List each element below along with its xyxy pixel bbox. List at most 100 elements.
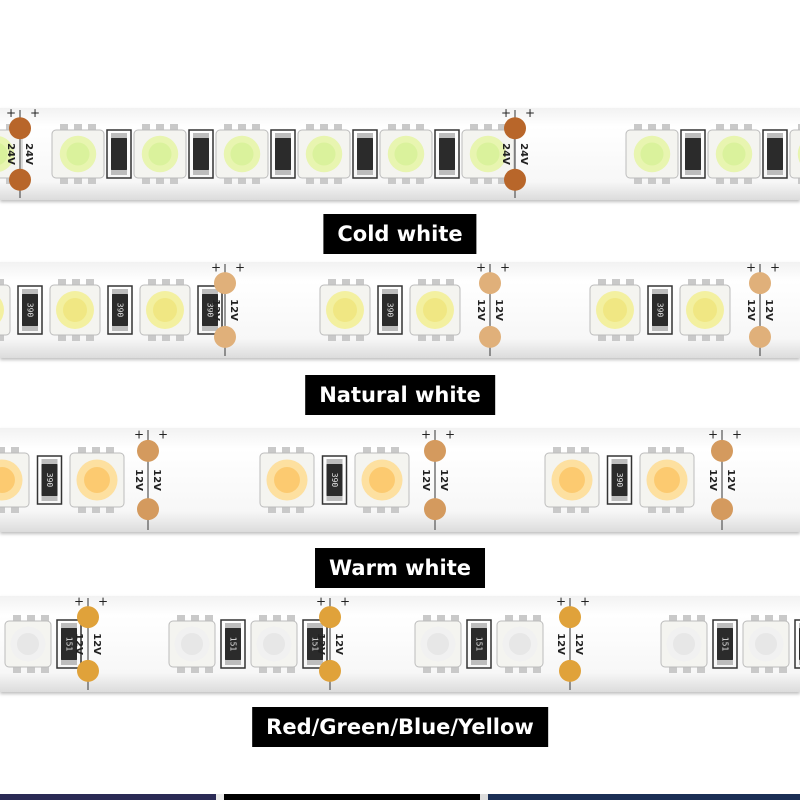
led-chip (51, 124, 105, 184)
strip-label: Warm white (315, 548, 485, 588)
resistor-code: 390 (45, 473, 54, 488)
voltage-marking: 12V (228, 299, 239, 321)
led-chip (496, 615, 544, 673)
resistor-code: 390 (26, 303, 35, 318)
resistor-code: 390 (615, 473, 624, 488)
resistor-code: 151 (65, 637, 74, 652)
led-chip (414, 615, 462, 673)
resistor: 390 (197, 285, 223, 335)
resistor: 390 (606, 455, 633, 505)
led-chip (589, 279, 641, 341)
svg-text:+: + (732, 428, 742, 441)
voltage-marking: 12V (725, 469, 736, 491)
voltage-marking: 12V (91, 633, 102, 655)
resistor-code: 151 (311, 637, 320, 652)
svg-text:+: + (525, 108, 535, 120)
svg-text:+: + (500, 262, 510, 275)
led-chip (0, 279, 11, 341)
voltage-marking: 12V (493, 299, 504, 321)
led-chip (625, 124, 679, 184)
resistor: 151 (302, 619, 328, 669)
svg-text:+: + (708, 428, 718, 441)
led-chip (297, 124, 351, 184)
led-chip (319, 279, 371, 341)
voltage-marking: 12V (745, 299, 756, 321)
led-strip-rgby: 151151151151151151151++12V12V++12V12V++1… (0, 596, 800, 692)
voltage-marking: 24V (23, 143, 34, 165)
resistor: 151 (794, 619, 800, 669)
led-chip (259, 447, 315, 513)
led-chip (742, 615, 790, 673)
resistor (270, 129, 296, 179)
led-chip (0, 447, 30, 513)
strip-pcb-drawing: 151151151151151151151++12V12V++12V12V++1… (4, 596, 800, 690)
svg-text:+: + (476, 262, 486, 275)
strip-label: Cold white (323, 214, 477, 254)
led-chip (250, 615, 298, 673)
led-chip (168, 615, 216, 673)
led-chip (379, 124, 433, 184)
led-chip (544, 447, 600, 513)
svg-text:+: + (74, 596, 84, 609)
voltage-marking: 24V (500, 143, 511, 165)
voltage-marking: 12V (151, 469, 162, 491)
resistor-code: 390 (656, 303, 665, 318)
led-chip (660, 615, 708, 673)
svg-text:+: + (556, 596, 566, 609)
resistor (762, 129, 788, 179)
resistor-code: 390 (206, 303, 215, 318)
voltage-marking: 12V (555, 633, 566, 655)
led-chip (461, 124, 515, 184)
resistor-code: 151 (229, 637, 238, 652)
svg-text:+: + (746, 262, 756, 275)
svg-text:+: + (6, 108, 16, 120)
svg-text:+: + (158, 428, 168, 441)
voltage-marking: 12V (210, 299, 221, 321)
led-chip (409, 279, 461, 341)
voltage-marking: 12V (707, 469, 718, 491)
resistor (352, 129, 378, 179)
resistor-code: 151 (721, 637, 730, 652)
svg-text:+: + (235, 262, 245, 275)
voltage-marking: 12V (133, 469, 144, 491)
led-chip (679, 279, 731, 341)
resistor: 151 (712, 619, 738, 669)
cut-point: + +12V 12V (133, 428, 168, 530)
resistor-code: 390 (330, 473, 339, 488)
svg-text:+: + (316, 596, 326, 609)
resistor: 390 (36, 455, 63, 505)
led-chip (139, 279, 191, 341)
cut-point: + +12V 12V (707, 428, 742, 530)
voltage-marking: 24V (518, 143, 529, 165)
svg-text:+: + (30, 108, 40, 120)
resistor: 151 (56, 619, 82, 669)
resistor (106, 129, 132, 179)
strip-section-rgby: 151151151151151151151++12V12V++12V12V++1… (0, 596, 800, 747)
voltage-marking: 12V (420, 469, 431, 491)
svg-text:+: + (134, 428, 144, 441)
led-chip (4, 615, 52, 673)
voltage-marking: 12V (438, 469, 449, 491)
resistor: 390 (321, 455, 348, 505)
resistor: 390 (647, 285, 673, 335)
svg-text:+: + (770, 262, 780, 275)
resistor (188, 129, 214, 179)
led-chip (354, 447, 410, 513)
voltage-marking: 12V (315, 633, 326, 655)
bottom-edge (0, 794, 800, 800)
svg-text:+: + (340, 596, 350, 609)
resistor: 390 (17, 285, 43, 335)
